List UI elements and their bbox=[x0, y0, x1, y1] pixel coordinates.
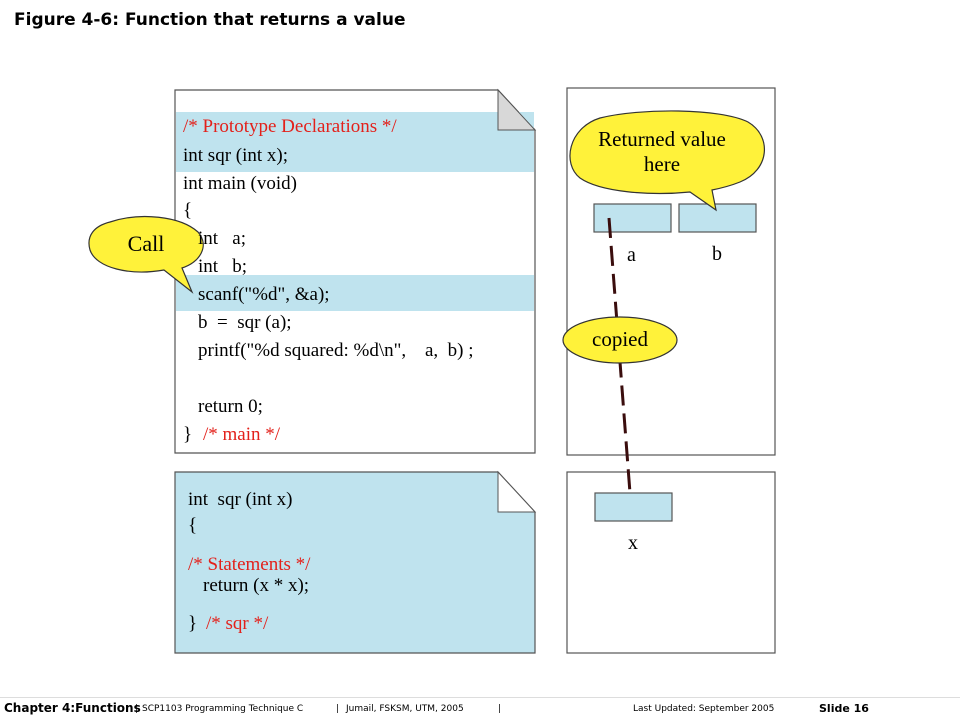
sqr-signature: int sqr (int x) bbox=[188, 489, 293, 510]
returned-value-label-line2: here bbox=[643, 152, 681, 176]
sqr-statements-comment: /* Statements */ bbox=[188, 554, 311, 575]
code-prototype: int sqr (int x); bbox=[183, 145, 289, 166]
footer-sep-1: | bbox=[135, 704, 139, 714]
copied-label: copied bbox=[592, 327, 648, 351]
code-open-brace: { bbox=[183, 200, 193, 221]
call-bubble bbox=[88, 215, 204, 294]
main-code-document bbox=[174, 88, 537, 454]
sqr-code-document bbox=[174, 470, 537, 654]
var-x-box bbox=[594, 492, 673, 522]
var-a-label: a bbox=[627, 244, 636, 266]
code-call-sqr: b = sqr (a); bbox=[198, 312, 292, 333]
code-decl-a: int a; bbox=[198, 228, 247, 249]
var-a-box bbox=[593, 203, 672, 233]
code-printf-args: a, b) ; bbox=[425, 340, 474, 361]
copied-bubble bbox=[562, 316, 678, 364]
copy-dashed-line bbox=[607, 217, 632, 494]
footer-slide-number: Slide 16 bbox=[819, 702, 869, 715]
code-scanf: scanf("%d", &a); bbox=[198, 284, 330, 305]
footer-sep-3: | bbox=[498, 704, 502, 714]
sqr-open-brace: { bbox=[188, 515, 198, 536]
footer-sep-2: | bbox=[336, 704, 340, 714]
slide-footer: Chapter 4:Functions | SCP1103 Programmin… bbox=[0, 697, 960, 721]
var-b-box bbox=[678, 203, 757, 233]
sqr-return: return (x * x); bbox=[203, 575, 310, 596]
returned-value-label-line1: Returned value bbox=[598, 127, 726, 151]
figure-title: Figure 4-6: Function that returns a valu… bbox=[14, 10, 406, 30]
code-printf: printf("%d squared: %d\n", bbox=[198, 340, 407, 361]
returned-value-bubble bbox=[569, 110, 765, 212]
footer-chapter: Chapter 4:Functions bbox=[4, 701, 141, 715]
call-label: Call bbox=[127, 231, 165, 256]
var-b-label: b bbox=[712, 243, 722, 265]
scanf-highlight bbox=[176, 275, 534, 311]
sqr-comment: /* sqr */ bbox=[206, 613, 269, 634]
code-decl-b: int b; bbox=[198, 256, 248, 277]
var-x-label: x bbox=[628, 532, 638, 554]
code-main-comment: /* main */ bbox=[203, 424, 281, 445]
code-close-brace: } bbox=[183, 424, 193, 445]
code-return: return 0; bbox=[198, 396, 263, 417]
footer-author: Jumail, FSKSM, UTM, 2005 bbox=[346, 704, 464, 714]
diagram-canvas bbox=[88, 87, 776, 654]
footer-updated: Last Updated: September 2005 bbox=[633, 704, 775, 714]
code-main-signature: int main (void) bbox=[183, 173, 297, 194]
prototype-highlight bbox=[176, 112, 534, 172]
sqr-close-brace: } bbox=[188, 613, 198, 634]
code-prototype-comment: /* Prototype Declarations */ bbox=[183, 116, 397, 137]
footer-course: SCP1103 Programming Technique C bbox=[142, 704, 304, 714]
